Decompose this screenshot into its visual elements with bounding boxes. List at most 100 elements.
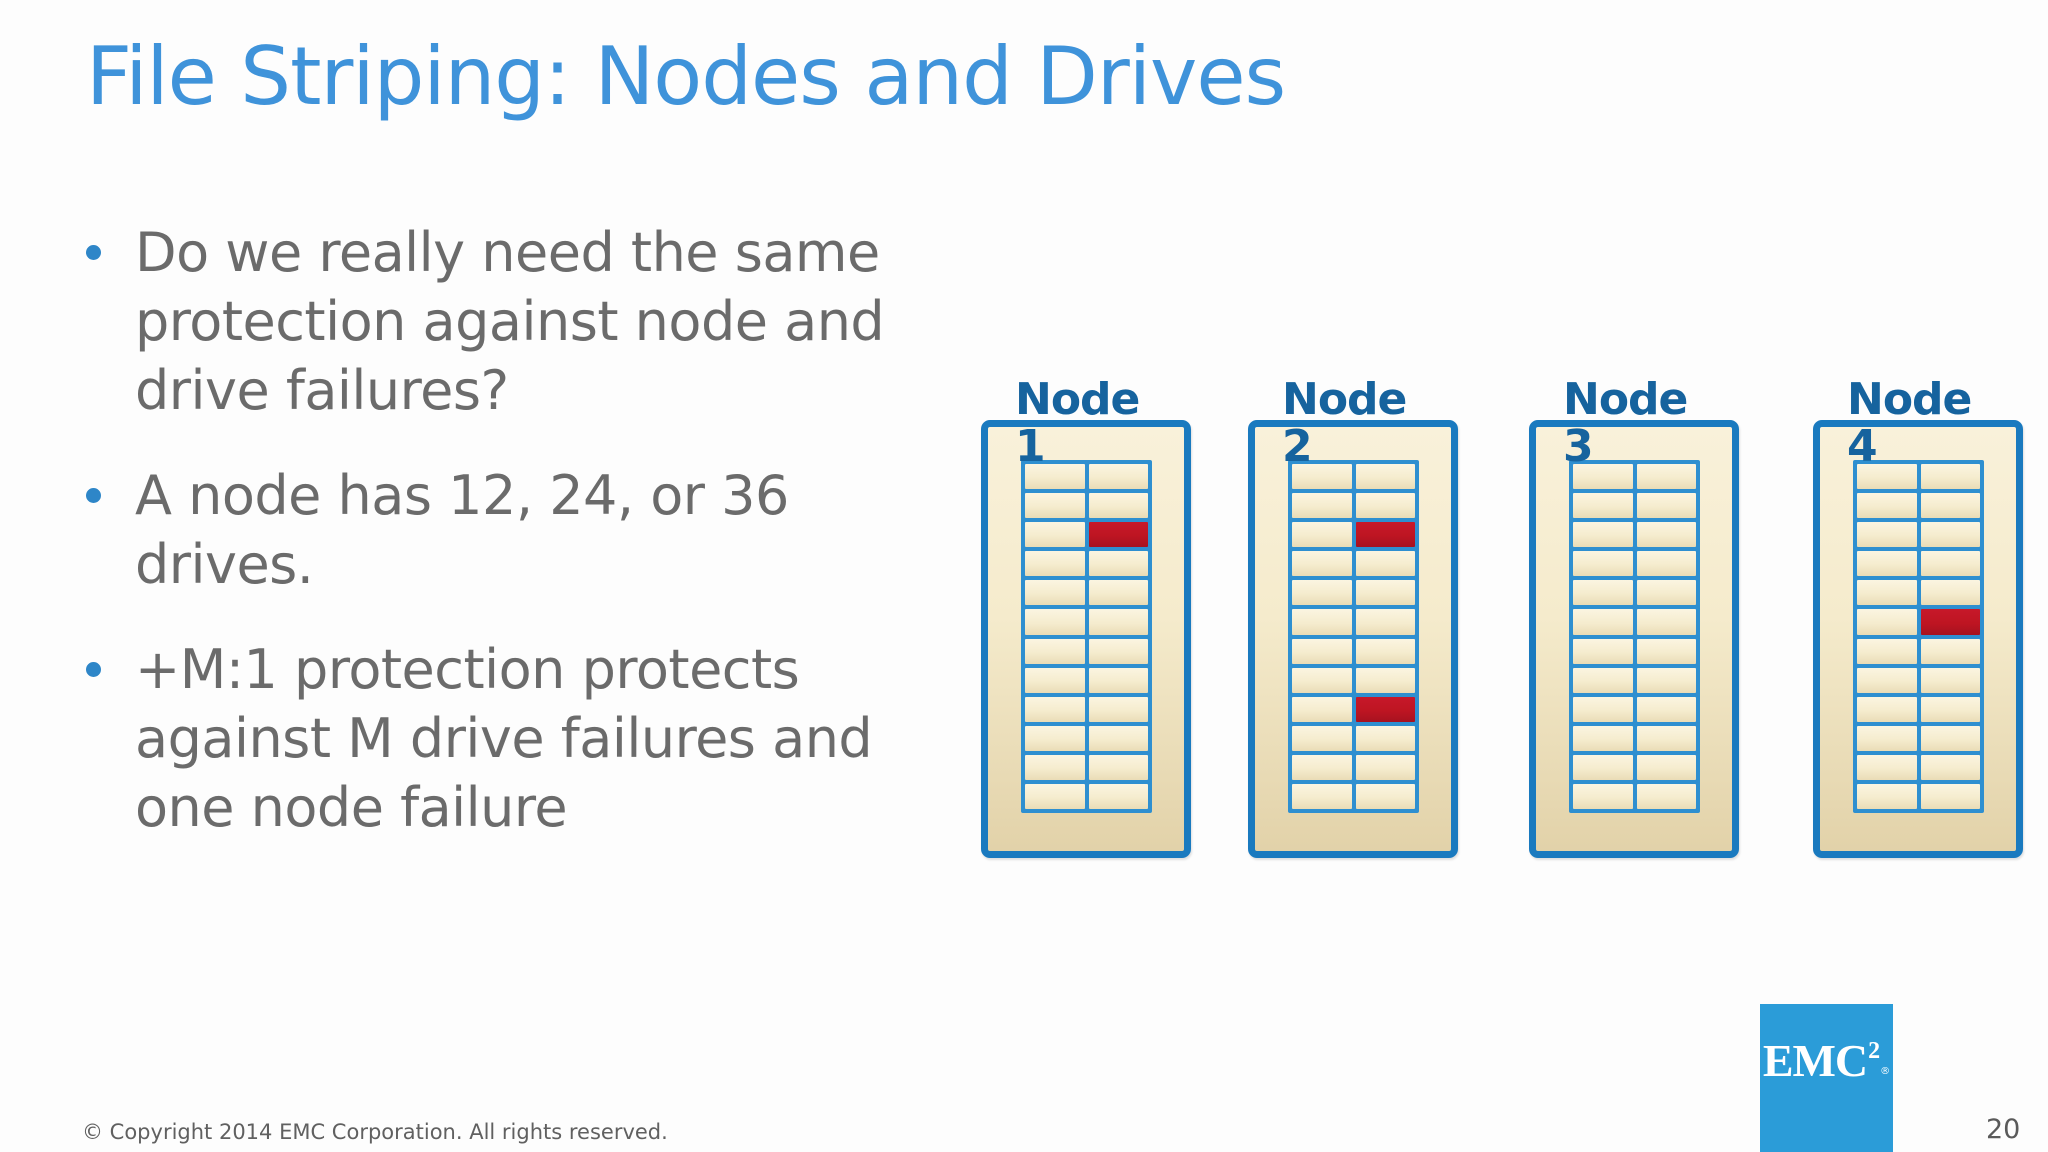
drive-cell bbox=[1857, 667, 1917, 693]
drive-cell bbox=[1088, 667, 1148, 693]
drive-cell bbox=[1857, 493, 1917, 519]
drive-cell bbox=[1920, 754, 1980, 780]
drive-cell bbox=[1025, 609, 1085, 635]
bullet-line: Do we really need the same bbox=[135, 221, 880, 284]
node-label-number: 1 bbox=[1015, 421, 1046, 472]
drive-cell bbox=[1355, 464, 1415, 490]
drive-cell bbox=[1292, 464, 1352, 490]
drive-cell bbox=[1025, 667, 1085, 693]
node-box bbox=[981, 420, 1191, 858]
drive-cell bbox=[1355, 551, 1415, 577]
bullet-list: Do we really need the same protection ag… bbox=[86, 218, 986, 878]
bullet-dot-icon bbox=[86, 662, 101, 677]
drive-cell bbox=[1920, 551, 1980, 577]
bullet-line: against M drive failures and bbox=[135, 707, 873, 770]
drive-cell bbox=[1920, 696, 1980, 722]
drive-cell bbox=[1292, 725, 1352, 751]
drive-cell bbox=[1573, 696, 1633, 722]
drive-cell bbox=[1920, 667, 1980, 693]
drive-cell bbox=[1025, 638, 1085, 664]
drive-cell bbox=[1573, 493, 1633, 519]
drive-cell bbox=[1355, 580, 1415, 606]
node-box bbox=[1529, 420, 1739, 858]
bullet-item: Do we really need the same protection ag… bbox=[86, 218, 986, 425]
bullet-item: +M:1 protection protects against M drive… bbox=[86, 635, 986, 842]
drive-cell bbox=[1636, 754, 1696, 780]
drive-cell bbox=[1088, 464, 1148, 490]
drive-cell bbox=[1355, 783, 1415, 809]
node-label-number: 4 bbox=[1847, 421, 1878, 472]
drive-grid bbox=[1853, 460, 1984, 813]
drive-cell bbox=[1025, 522, 1085, 548]
drive-cell bbox=[1088, 638, 1148, 664]
node-label-number: 3 bbox=[1563, 421, 1594, 472]
copyright-text: © Copyright 2014 EMC Corporation. All ri… bbox=[82, 1120, 668, 1144]
bullet-text: A node has 12, 24, or 36 drives. bbox=[135, 461, 789, 599]
drive-cell bbox=[1025, 783, 1085, 809]
drive-cell bbox=[1088, 609, 1148, 635]
drive-cell bbox=[1025, 696, 1085, 722]
node-box bbox=[1813, 420, 2023, 858]
drive-cell bbox=[1573, 609, 1633, 635]
failed-drive-cell bbox=[1355, 522, 1415, 548]
node-label-word: Node bbox=[1015, 374, 1140, 425]
drive-cell bbox=[1292, 522, 1352, 548]
drive-cell bbox=[1292, 667, 1352, 693]
drive-cell bbox=[1355, 638, 1415, 664]
drive-cell bbox=[1636, 696, 1696, 722]
drive-cell bbox=[1920, 725, 1980, 751]
drive-cell bbox=[1636, 783, 1696, 809]
drive-cell bbox=[1025, 580, 1085, 606]
drive-cell bbox=[1355, 493, 1415, 519]
drive-cell bbox=[1355, 609, 1415, 635]
drive-grid bbox=[1569, 460, 1700, 813]
node-label-word: Node bbox=[1282, 374, 1407, 425]
node-box bbox=[1248, 420, 1458, 858]
drive-cell bbox=[1292, 580, 1352, 606]
drive-cell bbox=[1573, 522, 1633, 548]
drive-cell bbox=[1573, 667, 1633, 693]
drive-cell bbox=[1636, 638, 1696, 664]
bullet-line: one node failure bbox=[135, 776, 568, 839]
failed-drive-cell bbox=[1920, 609, 1980, 635]
drive-cell bbox=[1636, 667, 1696, 693]
bullet-line: drive failures? bbox=[135, 359, 509, 422]
drive-cell bbox=[1292, 609, 1352, 635]
emc-logo-text: EMC bbox=[1762, 1035, 1868, 1086]
drive-cell bbox=[1088, 725, 1148, 751]
drive-cell bbox=[1025, 551, 1085, 577]
drive-cell bbox=[1636, 464, 1696, 490]
drive-cell bbox=[1292, 754, 1352, 780]
drive-cell bbox=[1573, 725, 1633, 751]
drive-cell bbox=[1857, 783, 1917, 809]
node-label-number: 2 bbox=[1282, 421, 1313, 472]
drive-cell bbox=[1088, 754, 1148, 780]
drive-cell bbox=[1857, 725, 1917, 751]
drive-cell bbox=[1920, 522, 1980, 548]
drive-cell bbox=[1355, 667, 1415, 693]
drive-cell bbox=[1857, 696, 1917, 722]
drive-cell bbox=[1920, 464, 1980, 490]
drive-cell bbox=[1088, 783, 1148, 809]
drive-cell bbox=[1857, 522, 1917, 548]
bullet-line: drives. bbox=[135, 533, 314, 596]
bullet-text: +M:1 protection protects against M drive… bbox=[135, 635, 873, 842]
drive-cell bbox=[1292, 783, 1352, 809]
bullet-line: +M:1 protection protects bbox=[135, 638, 800, 701]
page-number: 20 bbox=[1986, 1114, 2021, 1145]
drive-cell bbox=[1573, 551, 1633, 577]
drive-cell bbox=[1573, 754, 1633, 780]
drive-cell bbox=[1920, 580, 1980, 606]
drive-cell bbox=[1025, 464, 1085, 490]
drive-cell bbox=[1088, 493, 1148, 519]
drive-cell bbox=[1857, 754, 1917, 780]
failed-drive-cell bbox=[1355, 696, 1415, 722]
drive-cell bbox=[1355, 754, 1415, 780]
drive-cell bbox=[1025, 754, 1085, 780]
emc-logo: EMC2® bbox=[1760, 1004, 1893, 1152]
drive-cell bbox=[1857, 551, 1917, 577]
drive-cell bbox=[1857, 609, 1917, 635]
registered-trademark-icon: ® bbox=[1880, 1066, 1891, 1077]
